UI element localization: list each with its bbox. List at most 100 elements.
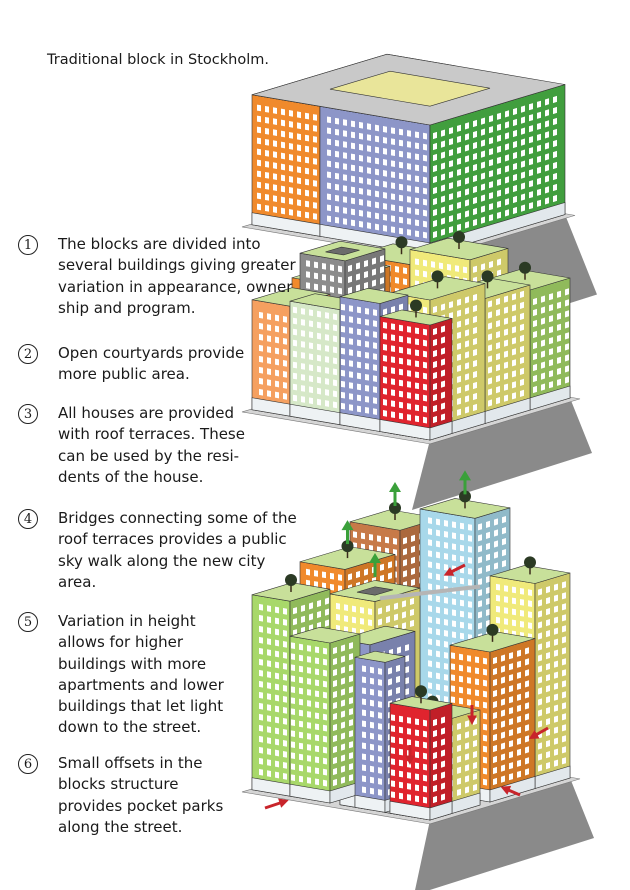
window: [327, 182, 331, 190]
window: [483, 668, 487, 676]
window: [457, 364, 461, 372]
window: [509, 740, 513, 748]
ground-floor: [489, 776, 536, 803]
window: [441, 140, 445, 148]
window: [423, 259, 427, 267]
window: [391, 193, 395, 201]
window: [309, 309, 313, 317]
window: [297, 166, 301, 174]
window: [509, 729, 513, 737]
window: [388, 667, 392, 675]
window: [407, 207, 411, 214]
window: [546, 597, 550, 605]
window: [521, 171, 525, 179]
window: [275, 650, 279, 658]
window: [478, 534, 482, 542]
window: [335, 161, 339, 169]
tree-icon: [524, 556, 536, 569]
window: [553, 150, 557, 159]
window: [444, 597, 448, 604]
window: [405, 644, 409, 652]
window: [323, 779, 327, 787]
window: [399, 161, 403, 169]
window: [307, 656, 311, 663]
window: [378, 690, 382, 697]
window: [399, 216, 403, 224]
window: [481, 205, 485, 213]
window: [493, 744, 497, 753]
window: [293, 394, 297, 402]
green-up-arrow-icon: [389, 482, 401, 492]
window: [557, 301, 561, 309]
window: [407, 196, 411, 203]
window: [399, 715, 403, 723]
window: [399, 324, 403, 332]
window: [423, 741, 427, 749]
window: [501, 698, 505, 706]
window: [444, 564, 448, 571]
window: [383, 366, 387, 373]
window: [383, 344, 387, 351]
window: [391, 736, 395, 744]
window: [375, 146, 379, 154]
window: [299, 665, 303, 673]
window: [293, 607, 297, 615]
window: [259, 757, 263, 765]
window: [529, 180, 533, 188]
window: [496, 309, 500, 317]
window: [546, 729, 550, 737]
window: [452, 543, 456, 551]
window: [465, 133, 469, 141]
window: [297, 144, 301, 152]
window: [349, 741, 353, 749]
window: [306, 568, 310, 576]
window: [391, 345, 395, 353]
window: [538, 665, 542, 673]
window: [341, 644, 345, 652]
window: [323, 724, 327, 732]
window: [313, 202, 317, 209]
window: [349, 327, 353, 334]
window: [457, 135, 461, 143]
window: [367, 211, 371, 218]
window: [545, 153, 549, 161]
window: [473, 739, 477, 748]
window: [364, 281, 368, 290]
window: [349, 653, 353, 661]
window: [541, 317, 545, 325]
window: [335, 117, 339, 125]
window: [299, 775, 303, 783]
window: [357, 372, 361, 380]
window: [267, 379, 271, 386]
window: [486, 564, 490, 572]
window: [549, 370, 553, 378]
window: [505, 143, 509, 151]
window: [359, 154, 363, 162]
window: [370, 721, 374, 729]
window: [428, 649, 432, 656]
window: [267, 335, 271, 342]
window: [341, 743, 345, 751]
window: [291, 675, 295, 683]
window: [306, 579, 310, 587]
window: [496, 331, 500, 339]
window: [497, 145, 501, 153]
window: [433, 230, 437, 239]
window: [553, 139, 557, 148]
window: [493, 766, 497, 775]
window: [259, 311, 263, 319]
window: [481, 161, 485, 169]
tree-icon: [431, 270, 444, 283]
window: [317, 365, 321, 373]
window: [330, 275, 334, 282]
window: [323, 768, 327, 776]
window: [323, 647, 327, 655]
window: [343, 141, 347, 148]
window: [537, 144, 541, 152]
window: [407, 381, 411, 388]
red-arrow-head: [443, 567, 455, 576]
window: [407, 337, 411, 344]
window: [501, 720, 505, 728]
window: [537, 122, 541, 130]
window: [496, 397, 500, 405]
